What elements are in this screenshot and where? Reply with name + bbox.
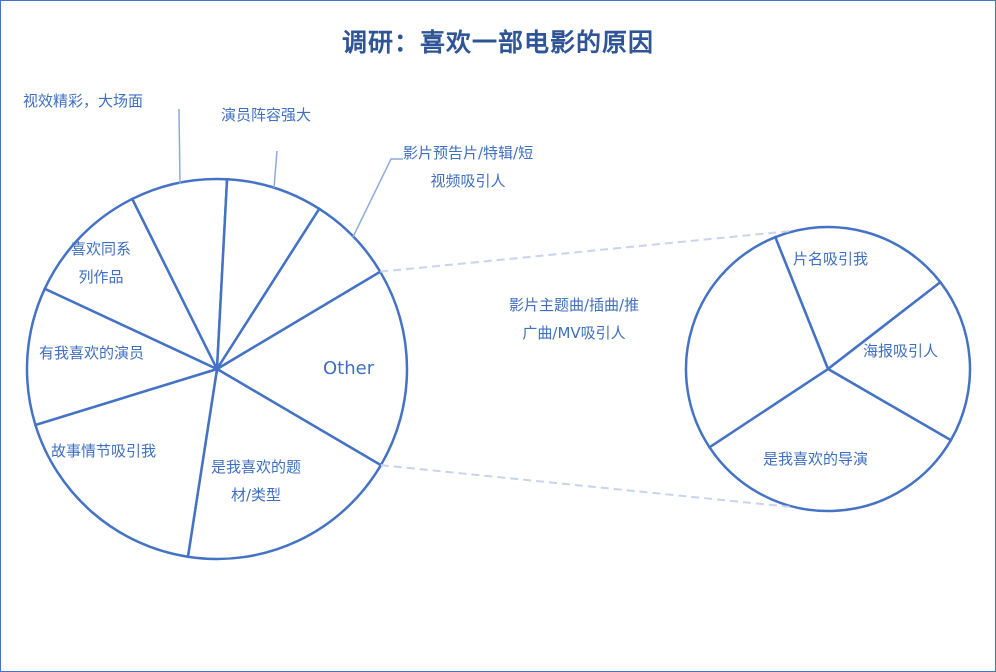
secondary-pie-slice-2 (707, 367, 953, 513)
label-visual: 视效精彩，大场面 (23, 92, 144, 110)
connector-line-1 (380, 464, 792, 508)
label-series: 喜欢同系列作品 (71, 235, 131, 291)
label-song-line1: 影片主题曲/插曲/推 (509, 296, 640, 314)
leader-line-2 (352, 158, 403, 238)
secondary-pie-slice-1 (825, 280, 972, 442)
label-series-line2: 列作品 (78, 268, 124, 286)
label-poster: 海报吸引人 (863, 342, 939, 360)
leader-line-0 (178, 108, 181, 185)
secondary-pie-slice-3 (684, 235, 830, 449)
main-pie-slice-5 (130, 177, 229, 374)
label-topic-line1: 是我喜欢的题 (211, 458, 302, 476)
main-pie-slice-4 (43, 197, 220, 372)
label-trailer-line2: 视频吸引人 (430, 172, 506, 190)
secondary-pie-slice-0 (773, 225, 943, 372)
label-series-line1: 喜欢同系 (71, 240, 132, 258)
label-topic-line2: 材/类型 (230, 486, 282, 504)
main-pie-slice-1 (186, 366, 383, 561)
main-pie-slice-3 (25, 287, 221, 427)
leader-line-1 (273, 150, 278, 189)
connector-line-0 (380, 230, 792, 273)
main-pie-slice-6 (215, 177, 321, 374)
label-other: Other (323, 358, 375, 379)
label-director: 是我喜欢的导演 (763, 450, 869, 468)
label-trailer-line1: 影片预告片/特辑/短 (403, 144, 534, 162)
label-story: 故事情节吸引我 (51, 442, 157, 460)
label-topic: 是我喜欢的题材/类型 (211, 453, 301, 509)
label-song-line2: 广曲/MV吸引人 (522, 324, 626, 342)
main-pie-slice-2 (33, 367, 219, 559)
label-trailer: 影片预告片/特辑/短视频吸引人 (403, 139, 533, 195)
chart-title: 调研：喜欢一部电影的原因 (341, 28, 654, 57)
label-song: 影片主题曲/插曲/推广曲/MV吸引人 (509, 291, 639, 347)
label-actor: 有我喜欢的演员 (39, 344, 145, 362)
label-cast: 演员阵容强大 (221, 106, 312, 124)
label-name: 片名吸引我 (793, 250, 869, 268)
main-pie-slice-0 (214, 269, 409, 467)
